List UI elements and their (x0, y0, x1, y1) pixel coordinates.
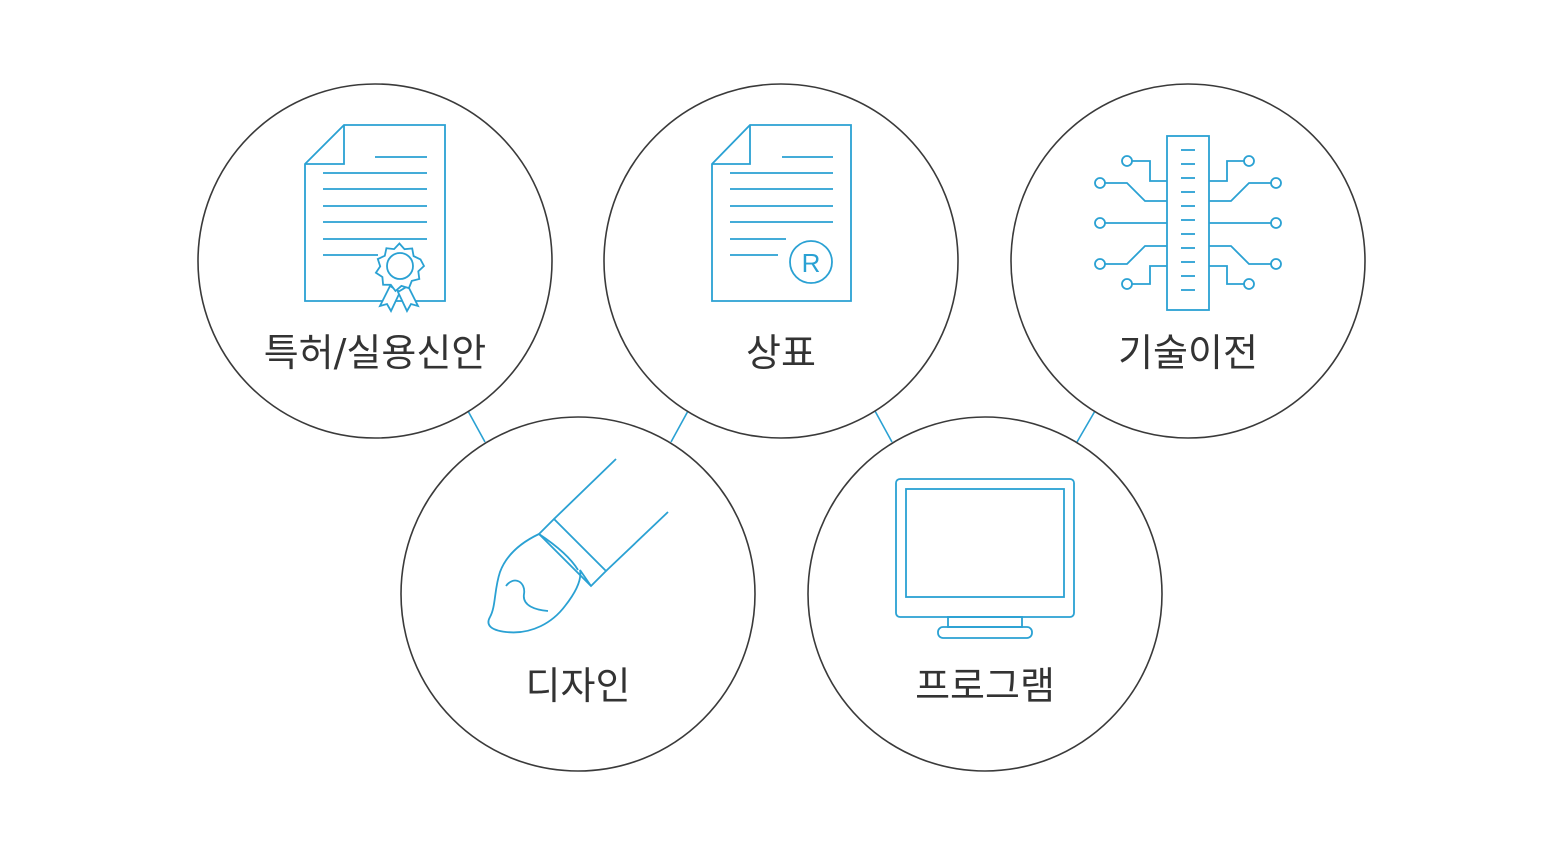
node-circle-program[interactable] (807, 416, 1163, 772)
paintbrush-icon (487, 458, 669, 634)
connector-tech-program (1076, 410, 1096, 443)
connector-trademark-program (874, 410, 893, 443)
circuit-chip-icon (1094, 135, 1282, 311)
node-circle-tech[interactable] (1010, 83, 1366, 439)
node-circle-design[interactable] (400, 416, 756, 772)
connector-patent-design (467, 410, 486, 443)
node-circle-trademark[interactable] (603, 83, 959, 439)
registered-mark: R (802, 248, 821, 278)
connector-trademark-design (670, 410, 689, 443)
certificate-document-icon (304, 124, 446, 313)
node-label-design: 디자인 (526, 664, 631, 708)
registered-trademark-document-icon: R (711, 124, 852, 302)
node-label-trademark: 상표 (746, 331, 816, 375)
node-label-program: 프로그램 (915, 664, 1055, 708)
node-label-tech: 기술이전 (1118, 331, 1258, 375)
monitor-icon (895, 478, 1075, 639)
connectors (467, 410, 1096, 443)
node-circle-patent[interactable] (197, 83, 553, 439)
node-label-patent: 특허/실용신안 (264, 331, 487, 375)
